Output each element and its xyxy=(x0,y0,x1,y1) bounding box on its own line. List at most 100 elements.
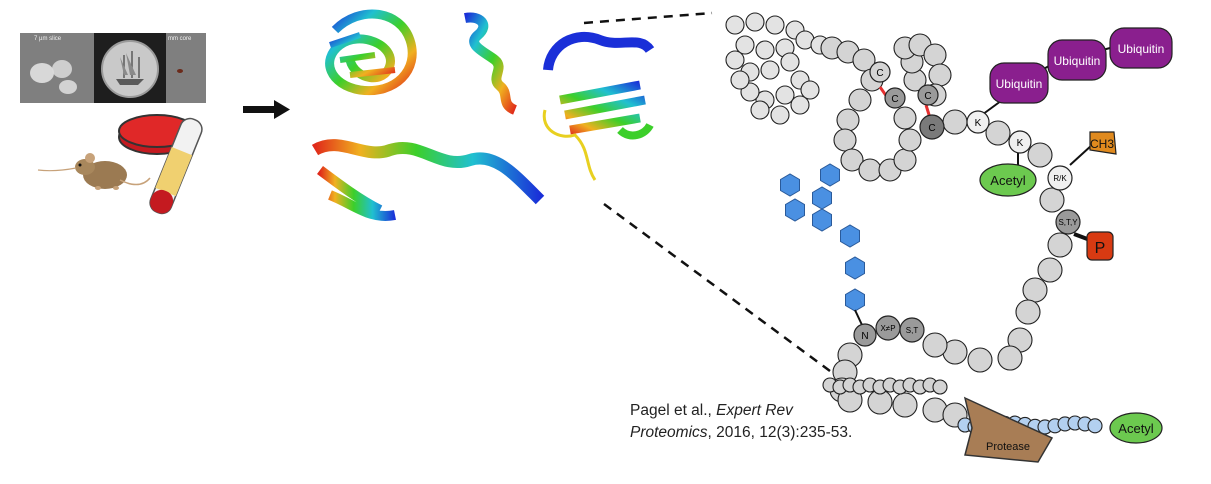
svg-text:Protease: Protease xyxy=(986,441,1030,453)
citation-journal-2: Proteomics xyxy=(630,424,708,441)
glycan-hexagon xyxy=(845,256,865,280)
protein-structure-2 xyxy=(464,12,518,115)
citation-details: , 2016, 12(3):235-53. xyxy=(707,424,853,441)
peptide-bead xyxy=(852,48,876,72)
peptide-bead xyxy=(985,120,1011,146)
svg-text:K: K xyxy=(1017,138,1024,149)
tissue-coin-photo: 7 µm slice 1 mm core xyxy=(20,33,206,103)
ubiquitin-label-3: Ubiquitin xyxy=(1118,42,1165,56)
peptide-bead xyxy=(997,345,1023,371)
peptide-bead xyxy=(898,128,922,152)
peptide-bead xyxy=(750,100,770,120)
citation-authors: Pagel et al., xyxy=(630,402,717,419)
peptide-bead xyxy=(893,148,917,172)
peptide-bead xyxy=(932,379,948,395)
svg-text:CH3: CH3 xyxy=(1090,137,1114,151)
glycan-tree xyxy=(780,163,865,312)
protease-icon: Protease xyxy=(963,396,1054,463)
svg-text:K: K xyxy=(975,118,982,129)
svg-text:C: C xyxy=(924,91,931,102)
peptide-bead xyxy=(745,12,765,32)
svg-text:S,T: S,T xyxy=(906,326,919,335)
svg-text:P: P xyxy=(1095,240,1106,257)
mouse-icon xyxy=(37,153,151,190)
glycan-hexagon xyxy=(845,288,865,312)
peptide-bead-chain xyxy=(725,12,1103,435)
peptide-bead xyxy=(967,347,993,373)
peptide-bead xyxy=(1022,277,1048,303)
acetyl-group: Acetyl xyxy=(979,163,1037,197)
cysteine-residue: C C C C xyxy=(869,61,945,140)
citation-journal-1: Expert Rev xyxy=(716,402,793,419)
svg-text:R/K: R/K xyxy=(1053,174,1067,183)
acetyl-terminal: Acetyl xyxy=(1109,412,1163,444)
peptide-bead xyxy=(735,35,755,55)
glycan-hexagon xyxy=(780,173,800,197)
blood-tube-icon xyxy=(149,117,203,215)
peptide-bead xyxy=(848,88,872,112)
methyl-linker xyxy=(1069,144,1093,166)
peptide-bead xyxy=(893,106,917,130)
lysine-residue: K K xyxy=(966,110,1032,154)
svg-text:Acetyl: Acetyl xyxy=(990,173,1026,188)
ubiquitin-chain: Ubiquitin Ubiquitin Ubiquitin xyxy=(989,27,1173,104)
protein-structure-1 xyxy=(325,9,417,96)
peptide-bead xyxy=(928,63,952,87)
peptide-bead xyxy=(780,52,800,72)
peptide-bead xyxy=(858,158,882,182)
peptide-bead xyxy=(1015,299,1041,325)
peptide-bead xyxy=(840,148,864,172)
peptide-bead xyxy=(725,15,745,35)
peptide-bead xyxy=(1037,257,1063,283)
peptide-bead xyxy=(1027,142,1053,168)
svg-text:C: C xyxy=(876,68,883,79)
phospho-site-residue: S,T,Y xyxy=(1055,209,1081,235)
peptide-bead xyxy=(725,50,745,70)
zoom-dashed-line-bottom xyxy=(603,202,835,376)
peptide-bead xyxy=(1087,418,1103,434)
glycan-hexagon xyxy=(785,198,805,222)
peptide-bead xyxy=(833,128,857,152)
peptide-bead xyxy=(760,60,780,80)
svg-text:C: C xyxy=(928,123,935,134)
glycan-hexagon xyxy=(840,224,860,248)
svg-text:N: N xyxy=(861,331,868,342)
citation: Pagel et al., Expert Rev Proteomics, 201… xyxy=(630,400,852,444)
peptide-bead xyxy=(755,40,775,60)
protein-structure-4 xyxy=(311,139,545,221)
core-caption: 1 mm core xyxy=(163,36,192,42)
glycan-hexagon xyxy=(812,208,832,232)
zoom-dashed-line-top xyxy=(583,11,713,25)
peptide-bead xyxy=(770,105,790,125)
glycan-hexagon xyxy=(820,163,840,187)
phosphate-group: P xyxy=(1086,231,1114,261)
svg-text:S,T,Y: S,T,Y xyxy=(1058,218,1078,227)
peptide-bead xyxy=(923,43,947,67)
peptide-bead xyxy=(942,109,968,135)
peptide-bead xyxy=(730,70,750,90)
peptide-bead xyxy=(836,108,860,132)
process-arrow-icon xyxy=(243,100,290,119)
peptide-bead xyxy=(790,95,810,115)
glycan-hexagon xyxy=(812,186,832,210)
peptide-bead xyxy=(922,332,948,358)
svg-text:X≠P: X≠P xyxy=(880,324,895,333)
ubiquitin-label-2: Ubiquitin xyxy=(1054,54,1101,68)
arg-lys-residue: R/K xyxy=(1047,165,1073,191)
slice-caption: 7 µm slice xyxy=(34,36,62,42)
glycan-linker xyxy=(854,309,863,326)
ubiquitin-label-1: Ubiquitin xyxy=(996,77,1043,91)
glycosylation-sequon: N X≠P S,T xyxy=(853,315,925,347)
peptide-bead xyxy=(800,80,820,100)
peptide-bead xyxy=(1047,232,1073,258)
peptide-bead xyxy=(1039,187,1065,213)
svg-text:Acetyl: Acetyl xyxy=(1118,421,1154,436)
protein-structure-3 xyxy=(542,31,655,181)
peptide-bead xyxy=(775,85,795,105)
methyl-group: CH3 xyxy=(1089,131,1117,155)
peptide-bead xyxy=(765,15,785,35)
peptide-bead xyxy=(892,392,918,418)
svg-text:C: C xyxy=(891,94,898,105)
